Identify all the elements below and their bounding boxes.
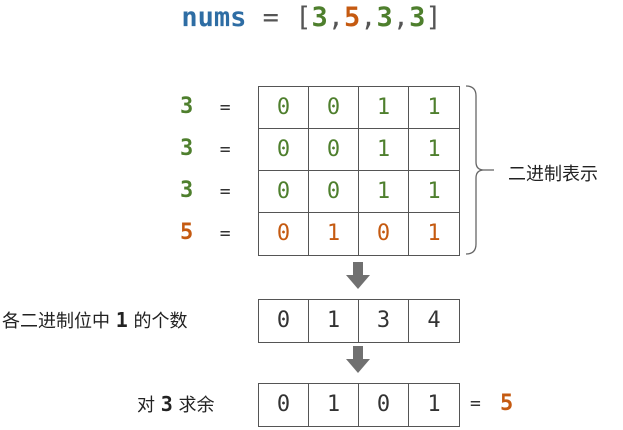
- row-label: 5 =: [180, 212, 250, 254]
- bit-cell: 1: [359, 129, 409, 171]
- row-equals: =: [219, 223, 231, 244]
- mod-cell: 1: [309, 384, 359, 426]
- row-equals: =: [219, 181, 231, 202]
- down-arrow-icon: [346, 346, 370, 373]
- down-arrow-icon: [346, 262, 370, 289]
- bit-cell: 1: [359, 171, 409, 213]
- title-comma-0: ,: [327, 2, 344, 33]
- bit-cell: 0: [259, 129, 309, 171]
- mod-cell: 0: [359, 384, 409, 426]
- row-number: 3: [180, 178, 194, 203]
- bit-cell: 0: [259, 87, 309, 129]
- row-number: 5: [180, 220, 194, 245]
- bit-cell: 0: [259, 171, 309, 213]
- bit-cell: 1: [409, 87, 459, 129]
- mod-cell: 0: [259, 384, 309, 426]
- count-cell: 0: [259, 300, 309, 342]
- bit-count-grid: 0 1 3 4: [258, 299, 460, 343]
- bit-cell: 1: [409, 171, 459, 213]
- row-label: 3 =: [180, 128, 250, 170]
- title-eq: =: [246, 2, 296, 33]
- bit-cell: 1: [359, 87, 409, 129]
- row-equals: =: [219, 97, 231, 118]
- title-comma-2: ,: [392, 2, 410, 33]
- row-label: 3 =: [180, 170, 250, 212]
- mod-label-post: 求余: [172, 395, 215, 416]
- title-value-0: 3: [311, 2, 328, 33]
- bit-cell: 0: [359, 213, 409, 255]
- result-value: 5: [500, 391, 514, 416]
- row-number: 3: [180, 136, 194, 161]
- result-equals: =: [470, 393, 481, 414]
- bit-cell: 1: [409, 129, 459, 171]
- title-var: nums: [181, 2, 247, 33]
- binary-grid: 0 0 1 1 0 0 1 1 0 0 1 1 0 1 0 1: [258, 86, 460, 256]
- bit-cell: 0: [259, 213, 309, 255]
- title: nums = [3,5,3,3]: [0, 2, 623, 33]
- title-value-2: 3: [376, 2, 393, 33]
- mod-cell: 1: [427, 392, 441, 417]
- bit-cell: 0: [309, 87, 359, 129]
- row-number: 3: [180, 94, 194, 119]
- binary-representation-label: 二进制表示: [508, 164, 598, 185]
- bit-count-label: 各二进制位中 1 的个数: [2, 307, 188, 333]
- title-open-bracket: [: [295, 2, 312, 33]
- title-close-bracket: ]: [425, 2, 442, 33]
- row-label: 3 =: [180, 86, 250, 128]
- title-value-1: 5: [344, 2, 361, 33]
- mod-result-grid: 0 1 0 1: [258, 383, 460, 427]
- row-equals: =: [219, 139, 231, 160]
- mod-label-num: 3: [160, 392, 173, 416]
- bit-count-label-post: 的个数: [127, 311, 188, 332]
- right-brace-icon: [465, 85, 494, 255]
- bit-cell: 0: [309, 129, 359, 171]
- count-cell: 1: [309, 300, 359, 342]
- title-value-3: 3: [409, 2, 426, 33]
- mod-label: 对 3 求余: [137, 391, 215, 417]
- bit-cell: 1: [309, 213, 359, 255]
- count-cell: 3: [359, 300, 409, 342]
- mod-label-pre: 对: [137, 395, 161, 416]
- bit-count-label-pre: 各二进制位中: [2, 311, 116, 332]
- count-cell: 4: [427, 308, 441, 333]
- bit-count-label-num: 1: [115, 308, 128, 332]
- bit-cell: 0: [309, 171, 359, 213]
- bit-cell: 1: [427, 221, 441, 246]
- title-comma-1: ,: [360, 2, 377, 33]
